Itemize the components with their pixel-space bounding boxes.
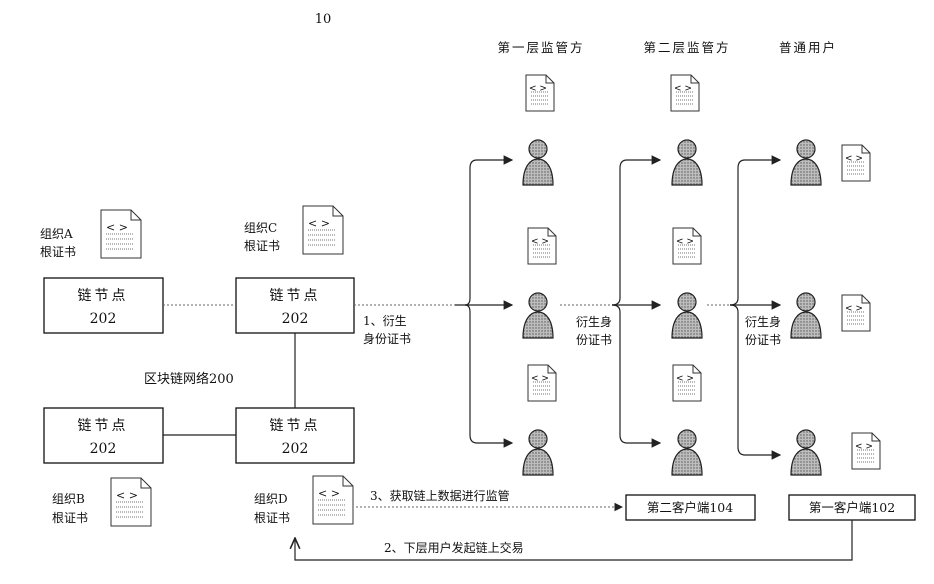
- org-d-label: 组织D: [254, 492, 288, 506]
- arrow-step2: [295, 520, 852, 560]
- step2-label: 2、下层用户发起链上交易: [384, 540, 524, 555]
- ordinary-user-bot: [791, 430, 821, 475]
- header-level2: 第二层监管方: [643, 40, 730, 55]
- branch-l1-bot: [465, 305, 512, 443]
- cert-user-top-icon: < >: [842, 145, 870, 181]
- ordinary-user-top: [791, 140, 821, 185]
- svg-text:< >: < >: [676, 237, 694, 247]
- derive-right-label: 衍生身: [745, 314, 781, 329]
- step3-label: 3、获取链上数据进行监管: [370, 488, 510, 503]
- branch-l1-top: [455, 160, 512, 305]
- svg-text:链节点: 链节点: [270, 418, 321, 434]
- chain-node-bottom-left: 链节点 202: [44, 408, 163, 463]
- svg-text:链节点: 链节点: [270, 288, 321, 304]
- root-cert-a-icon: < >: [101, 210, 141, 258]
- org-b-sub: 根证书: [52, 511, 88, 525]
- svg-text:第一客户端102: 第一客户端102: [809, 500, 895, 515]
- org-c-label: 组织C: [244, 221, 277, 235]
- header-user: 普通用户: [779, 40, 837, 55]
- derive-mid-sub: 份证书: [576, 333, 612, 347]
- cert-l1-mid-icon: < >: [528, 228, 556, 264]
- figure-number: 10: [315, 12, 332, 27]
- svg-text:< >: < >: [676, 374, 694, 384]
- chain-node-bottom-right: 链节点 202: [236, 408, 354, 463]
- svg-text:链节点: 链节点: [78, 418, 129, 434]
- svg-text:< >: < >: [318, 487, 340, 500]
- svg-text:< >: < >: [855, 442, 873, 452]
- network-label: 区块链网络200: [144, 371, 234, 387]
- branch-user-top: [730, 160, 780, 305]
- cert-l2-bot-icon: < >: [673, 365, 701, 401]
- svg-text:< >: < >: [531, 237, 549, 247]
- derive-right-sub: 份证书: [745, 333, 781, 347]
- first-client-box: 第一客户端102: [789, 495, 915, 520]
- svg-text:202: 202: [90, 441, 117, 457]
- level2-supervisor-top: [672, 140, 702, 185]
- cert-l2-top-icon: < >: [671, 75, 699, 111]
- ordinary-user-mid: [791, 293, 821, 338]
- svg-text:< >: < >: [106, 221, 128, 234]
- cert-user-mid-icon: < >: [842, 295, 870, 331]
- branch-l2-bot: [612, 305, 660, 443]
- cert-l1-top-icon: < >: [526, 75, 554, 111]
- svg-text:< >: < >: [845, 304, 863, 314]
- root-cert-d-icon: < >: [313, 476, 353, 524]
- cert-user-bot-icon: < >: [852, 433, 880, 469]
- svg-text:< >: < >: [116, 489, 138, 502]
- svg-text:202: 202: [282, 441, 309, 457]
- svg-text:< >: < >: [674, 84, 692, 94]
- svg-text:< >: < >: [531, 374, 549, 384]
- svg-text:第二客户端104: 第二客户端104: [647, 500, 733, 515]
- level2-supervisor-mid: [672, 293, 702, 338]
- svg-text:< >: < >: [845, 154, 863, 164]
- chain-node-top-right: 链节点 202: [236, 278, 354, 333]
- org-d-sub: 根证书: [254, 511, 290, 525]
- level2-supervisor-bot: [672, 430, 702, 475]
- level1-supervisor-bot: [523, 430, 553, 475]
- level1-supervisor-mid: [523, 293, 553, 338]
- org-b-label: 组织B: [52, 492, 85, 506]
- svg-text:202: 202: [90, 311, 117, 327]
- level1-supervisor-top: [523, 140, 553, 185]
- header-level1: 第一层监管方: [497, 40, 584, 55]
- derive-1-sub: 身份证书: [363, 331, 411, 346]
- org-a-sub: 根证书: [40, 245, 76, 259]
- org-c-sub: 根证书: [244, 239, 280, 253]
- cert-l1-bot-icon: < >: [528, 365, 556, 401]
- chain-node-top-left: 链节点 202: [44, 278, 163, 333]
- root-cert-b-icon: < >: [111, 478, 151, 526]
- derive-mid-label: 衍生身: [576, 314, 612, 329]
- cert-l2-mid-icon: < >: [673, 228, 701, 264]
- svg-text:< >: < >: [308, 217, 330, 230]
- root-cert-c-icon: < >: [303, 206, 343, 254]
- svg-text:< >: < >: [529, 84, 547, 94]
- branch-l2-top: [612, 160, 660, 305]
- org-a-label: 组织A: [40, 227, 73, 241]
- svg-text:链节点: 链节点: [78, 288, 129, 304]
- svg-text:202: 202: [282, 311, 309, 327]
- second-client-box: 第二客户端104: [626, 495, 755, 520]
- derive-1-label: 1、衍生: [363, 314, 407, 328]
